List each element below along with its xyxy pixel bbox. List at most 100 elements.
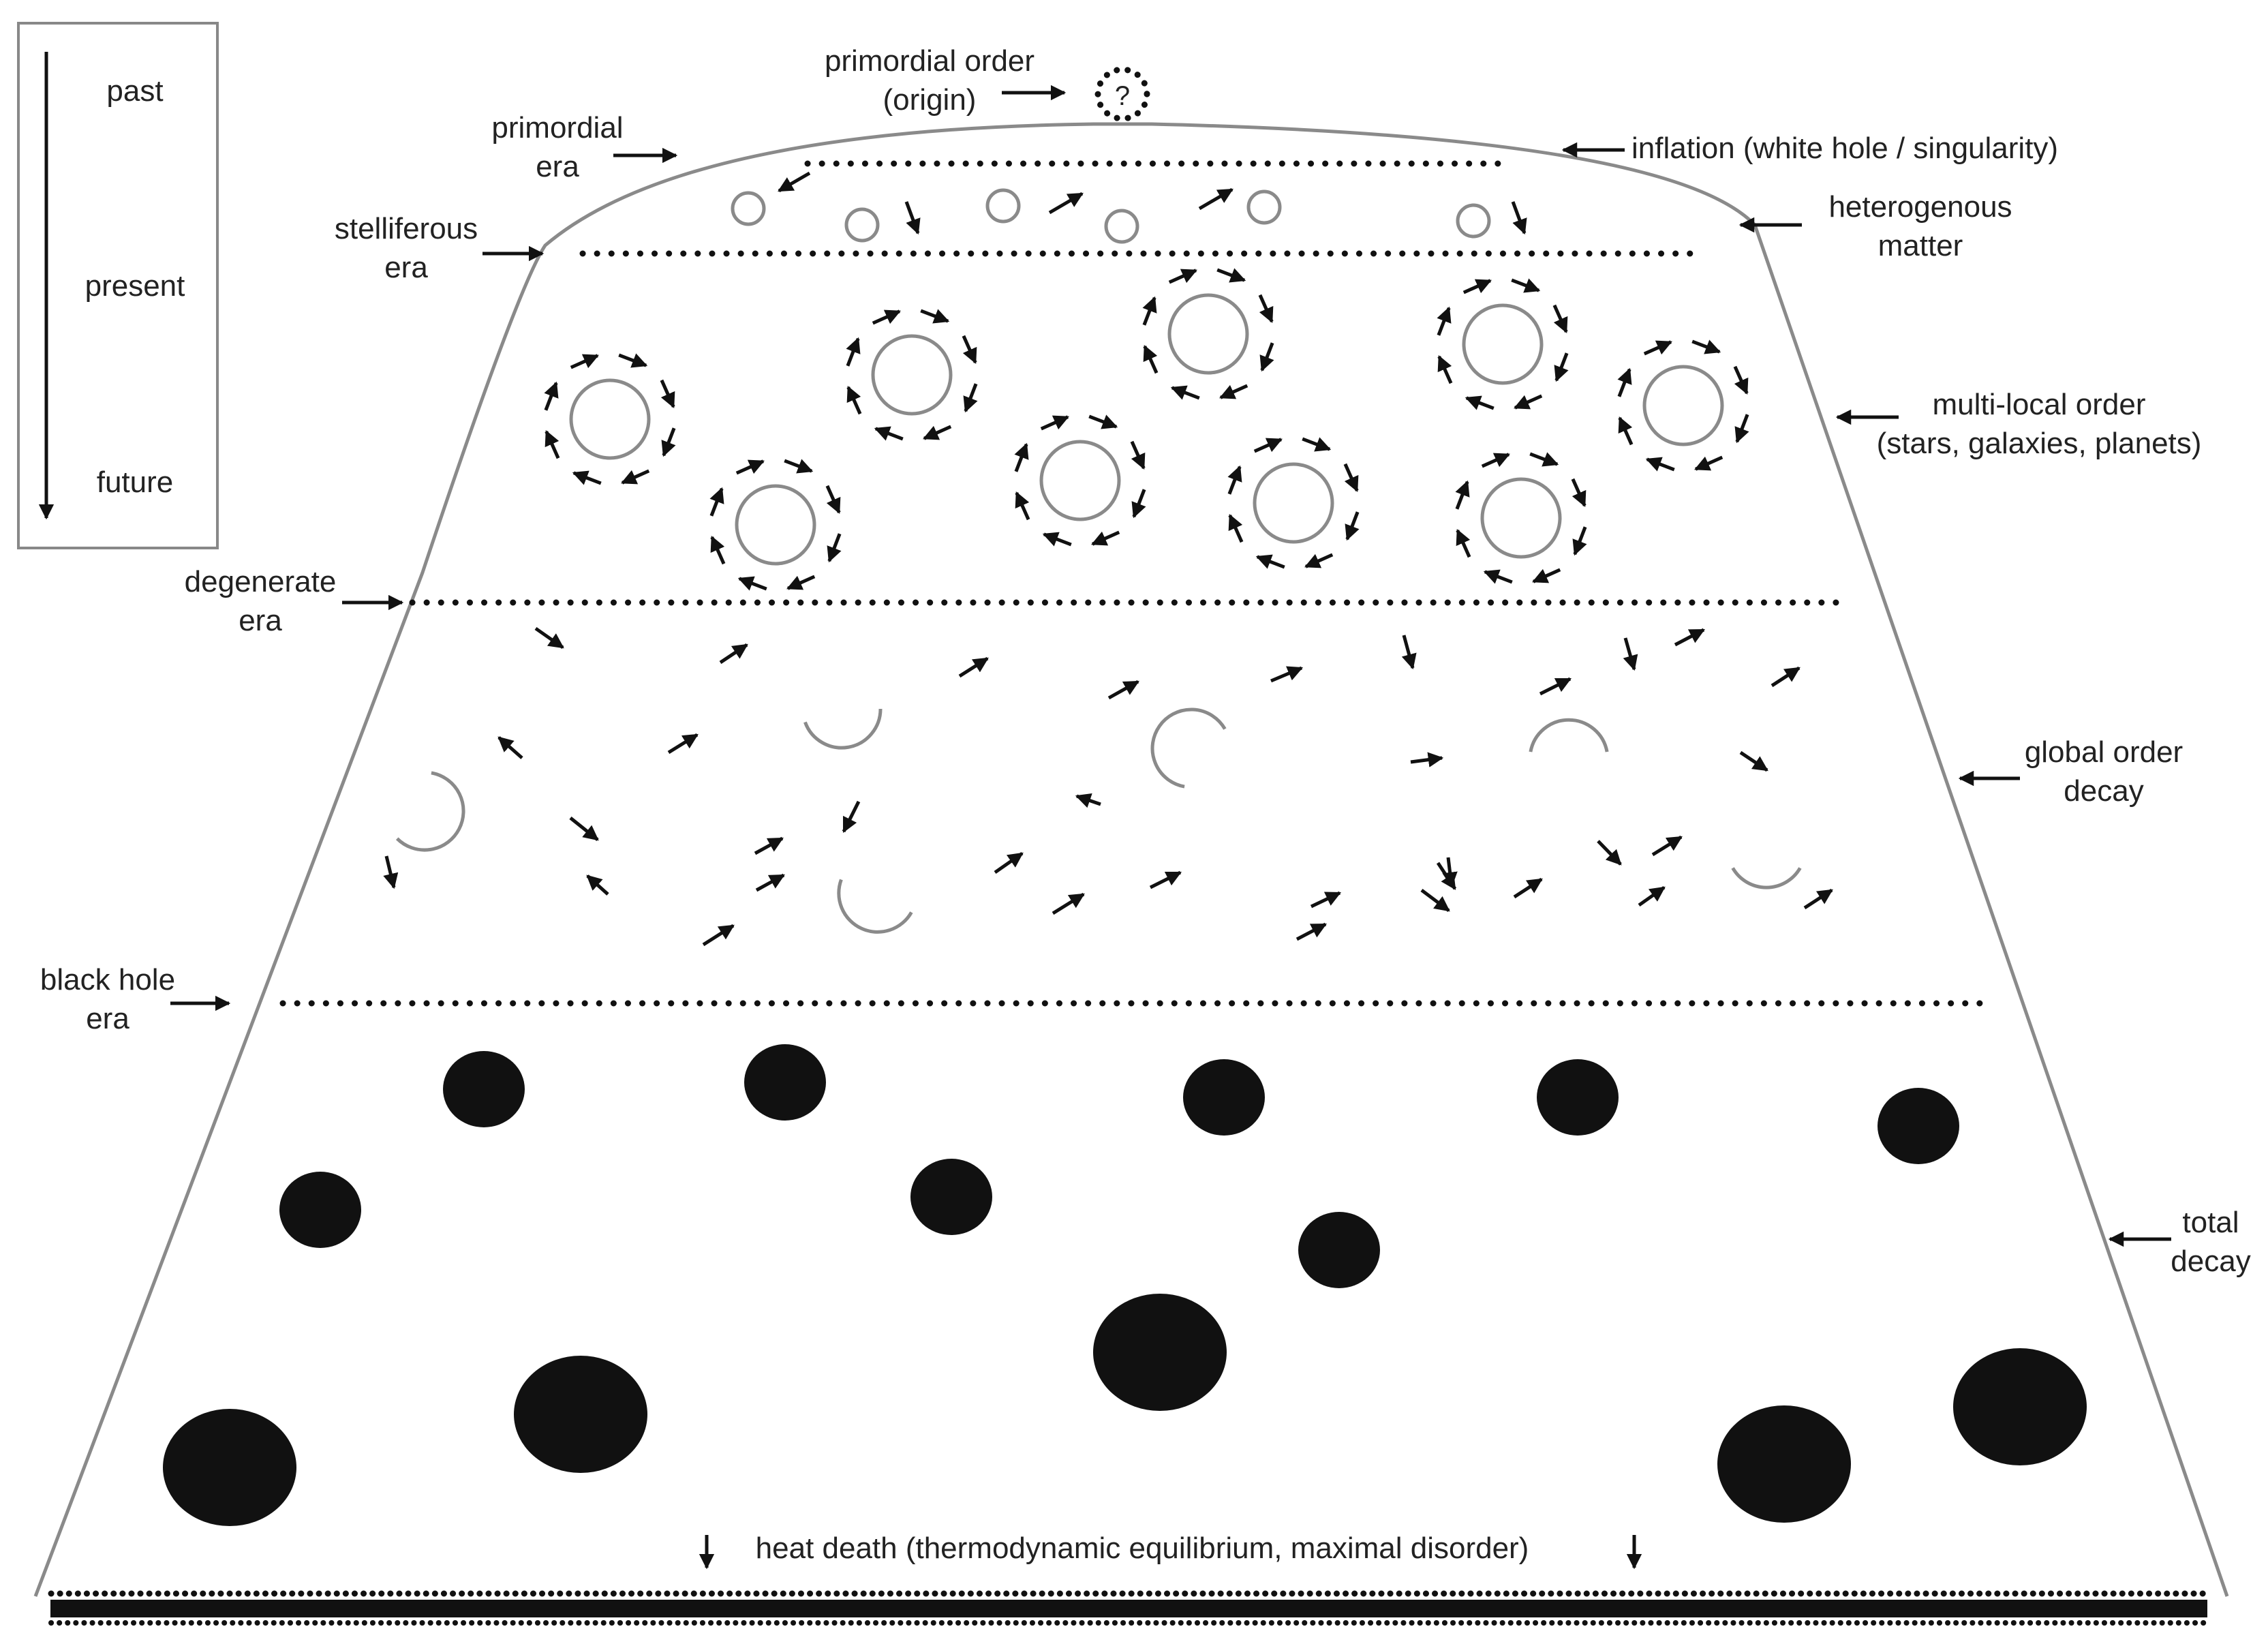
orbit-arrow (1645, 457, 1675, 472)
decay-arrow (1597, 840, 1622, 866)
orbit-arrow (1552, 304, 1568, 333)
orbit-arrow (1130, 440, 1146, 470)
primordial-order-label: primordial order(origin) (825, 44, 1035, 117)
orbit-arrow (710, 536, 726, 565)
star (1455, 452, 1587, 584)
heterogenous-matter-label-line: heterogenous (1828, 190, 2012, 224)
origin-dotted-circle (1094, 66, 1150, 122)
decay-arrow (1623, 637, 1638, 671)
star (1617, 339, 1749, 472)
black-hole-era-label-line: black hole (40, 963, 175, 996)
black-hole (910, 1159, 992, 1235)
primordial-particle (1456, 203, 1491, 239)
timeline-past-label: past (106, 74, 163, 108)
decay-arrow (1107, 680, 1139, 700)
orbit-arrow (660, 379, 675, 408)
primordial-particle (985, 188, 1021, 224)
orbit-arrow (1304, 553, 1334, 568)
star-body (871, 334, 953, 416)
global-order-decay-label-line: global order (2025, 735, 2183, 769)
orbit-arrow (570, 354, 599, 369)
orbit-arrow (621, 469, 650, 485)
orbit-arrow (1168, 269, 1197, 284)
orbit-arrow (544, 381, 559, 411)
black-hole (443, 1051, 525, 1127)
decay-arrow (1075, 793, 1101, 808)
primordial-arrow (1198, 187, 1233, 211)
orbit-arrow (1514, 394, 1543, 410)
broken-star (1529, 718, 1609, 752)
decay-arrow (1149, 870, 1182, 889)
primordial-arrow (1511, 201, 1527, 235)
black-hole (1093, 1294, 1227, 1411)
orbit-arrow (1258, 294, 1274, 323)
orbit-arrow (1465, 395, 1495, 410)
orbit-arrow (1015, 491, 1030, 521)
black-hole (279, 1172, 361, 1248)
black-hole (1298, 1212, 1380, 1288)
timeline-legend-box (17, 22, 219, 549)
orbit-arrow (661, 427, 676, 457)
stelliferous-era-label-line: era (384, 251, 428, 284)
broken-star (803, 708, 883, 750)
orbit-arrow (1483, 569, 1513, 584)
star-body (735, 484, 816, 566)
decay-arrow (667, 733, 699, 755)
orbit-arrow (786, 575, 816, 590)
heterogenous-matter-label-line: matter (1878, 229, 1963, 262)
orbit-arrow (1455, 480, 1470, 510)
primordial-arrow (778, 171, 811, 193)
black-hole (744, 1044, 826, 1121)
total-decay-label-line: total (2182, 1206, 2239, 1239)
orbit-arrow (1554, 352, 1569, 382)
heterogenous-matter-label: heterogenous matter (1828, 190, 2012, 262)
primordial-era-label-line: era (536, 150, 579, 183)
decay-arrow (754, 836, 784, 855)
star (846, 309, 978, 441)
star (1227, 437, 1360, 569)
star-body (1462, 303, 1544, 385)
inflation-label: inflation (white hole / singularity) (1631, 132, 2058, 165)
broken-star (1150, 707, 1227, 789)
orbit-arrow (1088, 414, 1118, 429)
orbit-arrow (735, 459, 765, 475)
decay-arrow (1674, 628, 1705, 647)
orbit-arrow (1694, 455, 1723, 471)
orbit-arrow (1228, 514, 1244, 543)
decay-arrow (1739, 750, 1768, 772)
orbit-arrow (1253, 438, 1283, 453)
multi-local-order-label: multi-local order(stars, galaxies, plane… (1877, 388, 2202, 460)
star (709, 459, 842, 591)
orbit-arrow (1259, 342, 1274, 372)
decay-arrow (1771, 666, 1800, 688)
label-arrows (170, 85, 2171, 1570)
orbit-arrow (1456, 529, 1471, 558)
orbit-arrow (618, 353, 648, 368)
star-body (1039, 440, 1121, 521)
decay-arrow (586, 874, 609, 896)
origin-question-mark: ? (1115, 81, 1130, 111)
decay-arrow (383, 855, 399, 889)
multi-local-order-label-line: (stars, galaxies, planets) (1877, 427, 2202, 460)
orbit-arrow (1734, 414, 1749, 444)
decay-arrow (1442, 857, 1458, 888)
decay-arrow (1410, 752, 1444, 767)
broken-star (837, 879, 913, 934)
stars-group (544, 268, 1749, 591)
decay-arrow (569, 817, 599, 841)
primordial-particle (1246, 189, 1282, 225)
universe-outline (33, 122, 2229, 1597)
orbit-arrow (1462, 279, 1492, 294)
orbit-arrow (545, 430, 560, 459)
decay-arrow (1513, 877, 1543, 899)
star (1437, 278, 1569, 410)
orbit-arrow (1227, 465, 1242, 495)
orbit-arrow (1437, 355, 1453, 384)
orbit-arrow (1091, 530, 1120, 546)
primordial-particle (731, 191, 766, 226)
timeline-present-label: present (85, 269, 185, 303)
